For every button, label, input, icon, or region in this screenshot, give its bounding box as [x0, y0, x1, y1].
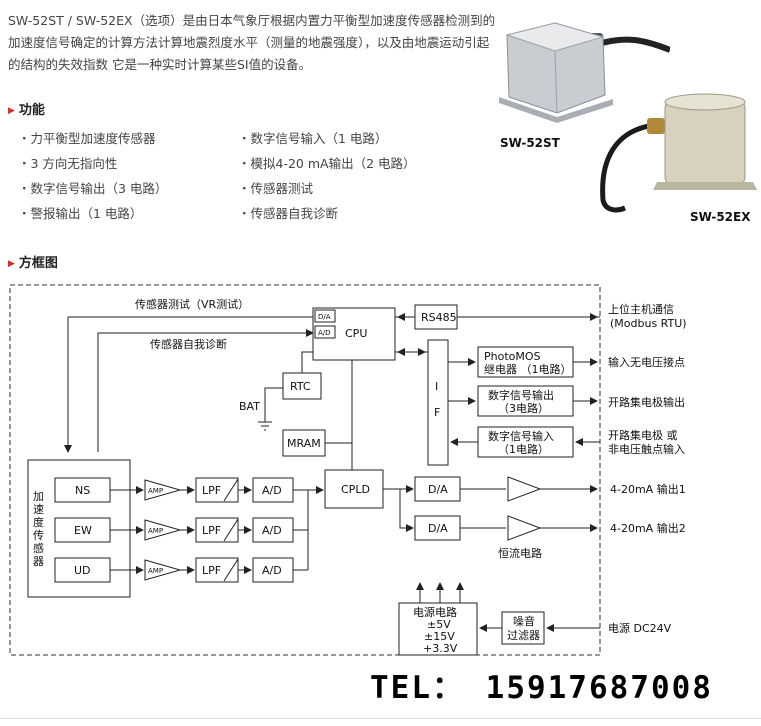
amp-label: AMP [148, 527, 163, 535]
product-caption-sw52ex: SW-52EX [690, 210, 751, 224]
feature-item: ・数字信号输入（1 电路） [238, 131, 388, 146]
cpu-rtc-link [301, 351, 313, 373]
ew-label: EW [74, 524, 92, 537]
sensor-test-label: 传感器测试（VR测试） [135, 298, 249, 311]
ud-label: UD [74, 564, 91, 577]
bat-label: BAT [239, 400, 260, 413]
digital-input-label: 数字信号输入 [488, 429, 554, 443]
rs485-block [414, 304, 458, 330]
bat-line [264, 387, 283, 422]
da-label-2: D/A [428, 522, 448, 535]
cpu-ad-port [314, 325, 336, 339]
digital-input-sub: （1电路） [498, 443, 549, 456]
amp-triangle [144, 559, 182, 581]
amp-label: AMP [148, 567, 163, 575]
ns-sensor-block [54, 477, 111, 503]
rs485-label: RS485 [421, 311, 457, 324]
features-title: 功能 [18, 103, 45, 118]
filter-label-1: 噪音 [513, 614, 535, 628]
sensor-vertical-label: 加速度传感器 [33, 490, 44, 568]
photomos-sub: 继电器 （1电路） [484, 363, 572, 376]
host-comm-protocol: (Modbus RTU) [610, 317, 687, 330]
photomos-label: PhotoMOS [484, 350, 541, 363]
interface-block [427, 339, 449, 466]
feature-item: ・警报输出（1 电路） [18, 206, 143, 221]
const-current-label: 恒流电路 [498, 546, 542, 560]
cpu-ad-label: A/D [318, 329, 331, 337]
power-v33: +3.3V [423, 642, 458, 655]
telephone-number: TEL： 15917687008 [370, 670, 713, 706]
power-label: 电源电路 [413, 605, 457, 619]
amp-triangle [144, 479, 182, 501]
if-label-f: F [434, 406, 440, 419]
channel-ns: NS [54, 477, 111, 503]
da-block-1 [414, 476, 461, 502]
digital-output-block [477, 385, 574, 417]
da-block-2 [414, 515, 461, 541]
ad-label: A/D [262, 524, 282, 537]
cpld-block [324, 469, 384, 509]
digital-output-sub: （3电路） [498, 402, 549, 415]
lpf-label: LPF [202, 524, 221, 537]
feature-item: ・传感器测试 [238, 181, 314, 196]
self-diag-label: 传感器自我诊断 [150, 337, 227, 351]
mram-label: MRAM [287, 437, 321, 450]
cpu-da-port [314, 309, 336, 323]
feature-item: ・力平衡型加速度传感器 [18, 131, 156, 146]
ad-label: A/D [262, 564, 282, 577]
signal-row-ud: AMP LPF A/D [110, 557, 294, 583]
self-diag-line [97, 329, 314, 452]
cpld-label: CPLD [341, 483, 370, 496]
filter-label-2: 过滤器 [507, 629, 540, 642]
feature-item: ・3 方向无指向性 [18, 156, 118, 171]
analog-output-1-label: 4-20mA 输出1 [610, 482, 686, 496]
signal-row-ns: AMP LPF A/D [110, 477, 294, 503]
da-label-1: D/A [428, 483, 448, 496]
sw52ex-product-photo [600, 93, 757, 213]
ad-label: A/D [262, 484, 282, 497]
power-supply-block [398, 602, 478, 656]
digital-input-block [477, 426, 574, 458]
feature-item: ・数字信号输出（3 电路） [18, 181, 168, 196]
block-diagram-heading: ▶方框图 [8, 252, 58, 271]
ud-sensor-block [54, 557, 111, 583]
signal-row-ew: AMP LPF A/D [110, 517, 294, 543]
power-input-label: 电源 DC24V [608, 621, 672, 635]
open-collector-output-label: 开路集电极输出 [608, 395, 685, 409]
no-voltage-contact-label: 输入无电压接点 [608, 355, 685, 369]
host-comm-label: 上位主机通信 [608, 302, 674, 316]
mram-block [282, 429, 326, 457]
block-diagram-title: 方框图 [18, 256, 58, 271]
cpu-label: CPU [345, 327, 367, 340]
feature-item: ・模拟4-20 mA输出（2 电路） [238, 156, 416, 171]
block-diagram: 传感器测试（VR测试） 传感器自我诊断 D/A A/D CPU RS485 RT… [9, 284, 687, 656]
power-v15: ±15V [424, 630, 455, 643]
if-label-i: I [435, 380, 438, 393]
bottom-divider [0, 718, 761, 719]
rtc-block [282, 372, 322, 400]
ns-label: NS [75, 484, 90, 497]
rtc-label: RTC [290, 380, 311, 393]
sw52st-product-photo [499, 22, 670, 123]
lpf-label: LPF [202, 484, 221, 497]
product-caption-sw52st: SW-52ST [500, 136, 560, 150]
amp-label: AMP [148, 487, 163, 495]
feature-item: ・传感器自我诊断 [238, 206, 339, 221]
digital-output-label: 数字信号输出 [488, 388, 554, 402]
cpu-da-label: D/A [318, 313, 331, 321]
ad-block [252, 557, 294, 583]
amp-triangle [144, 519, 182, 541]
output-amp-1 [507, 476, 542, 502]
output-amp-2 [507, 515, 542, 541]
power-v5: ±5V [427, 618, 451, 631]
open-collector-input-label: 开路集电极 或 [608, 428, 678, 442]
triangle-bullet-icon: ▶ [8, 106, 15, 116]
sensor-test-line [64, 316, 313, 453]
non-voltage-input-label: 非电压触点输入 [608, 442, 685, 456]
lpf-label: LPF [202, 564, 221, 577]
features-heading: ▶功能 [8, 99, 45, 118]
triangle-bullet-icon: ▶ [8, 259, 15, 269]
intro-paragraph: SW-52ST / SW-52EX（选项）是由日本气象厅根据内置力平衡型加速度传… [8, 13, 496, 72]
analog-output-2-label: 4-20mA 输出2 [610, 521, 686, 535]
